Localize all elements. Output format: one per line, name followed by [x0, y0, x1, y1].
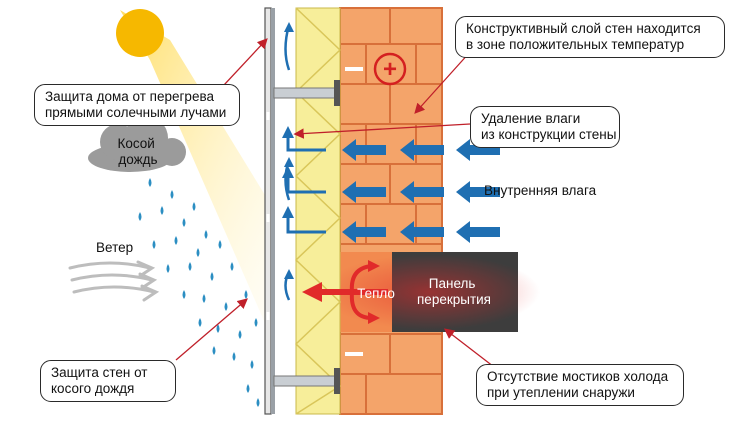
callout-rain-protection-line2: косого дождя [51, 381, 135, 396]
moisture-arrow [400, 181, 444, 203]
rain-drop [188, 262, 192, 271]
plus-sign-ring [373, 52, 407, 86]
rain-drop [232, 352, 236, 361]
rain-drop [198, 318, 202, 327]
rain-drop [210, 272, 214, 281]
rain-drop [202, 294, 206, 303]
airflow-arrows [284, 22, 294, 301]
rain-drop [170, 190, 174, 199]
rain-drop [174, 236, 178, 245]
cloud-icon [88, 116, 186, 172]
plus-sign: + [383, 56, 397, 83]
rain-drop [224, 302, 228, 311]
inner-moisture-arrows [342, 139, 500, 243]
heat-glow [320, 254, 540, 330]
rain-drop [216, 324, 220, 333]
callout-overheat-line2: прямыми солечными лучами [45, 105, 227, 120]
callout-structural: Конструктивный слой стен находится в зон… [455, 16, 725, 58]
rain-drop [256, 398, 260, 407]
wind-text: Ветер [96, 240, 134, 255]
moisture-arrow [342, 139, 386, 161]
rain-drop [138, 212, 142, 221]
inner-moisture-text: Внутренняя влага [484, 183, 597, 198]
callout-rain-protection: Защита стен от косого дождя [40, 360, 176, 402]
rain-drop [192, 202, 196, 211]
rain-drop [254, 318, 258, 327]
heat-arrows [302, 260, 388, 324]
anchor-top [273, 80, 340, 106]
rain-drop [160, 206, 164, 215]
moisture-exit-arrows [282, 126, 326, 234]
callout-moisture-removal-line1: Удаление влаги [481, 111, 581, 126]
rain-drop [250, 360, 254, 369]
rain-drop [182, 218, 186, 227]
inner-moisture-label: Внутренняя влага [484, 183, 596, 199]
rain-drop [212, 346, 216, 355]
heat-label: Тепло [357, 286, 395, 301]
rain-drop [204, 230, 208, 239]
moisture-arrow [342, 181, 386, 203]
callout-no-cold-bridges-line1: Отсутствие мостиков холода [487, 369, 669, 384]
wind-label: Ветер [96, 240, 133, 256]
moisture-arrow [400, 221, 444, 243]
rain-drop [246, 384, 250, 393]
callout-overheat-line1: Защита дома от перегрева [45, 89, 214, 104]
moisture-arrow [456, 221, 500, 243]
minus-sign-top [345, 67, 363, 71]
callout-overheat: Защита дома от перегрева прямыми солечны… [34, 84, 240, 126]
facade-cladding [264, 7, 275, 415]
slab-panel-label: Панель перекрытия [417, 276, 491, 307]
rain-drop [166, 264, 170, 273]
anchor-bottom [273, 368, 340, 394]
moisture-arrow [342, 221, 386, 243]
rain-drop [148, 178, 152, 187]
rain-drop [230, 262, 234, 271]
moisture-arrow [456, 139, 500, 161]
rain-cloud-label: Косой дождь [117, 136, 158, 167]
insulation-layer [294, 7, 342, 415]
callout-no-cold-bridges-line2: при утеплении снаружи [487, 385, 635, 400]
rain-drop [244, 290, 248, 299]
moisture-arrow [456, 181, 500, 203]
rain-drop [182, 290, 186, 299]
sun-beam [120, 10, 268, 330]
rain-drops [138, 178, 260, 407]
wind-lines [68, 260, 160, 302]
sun-icon [116, 9, 164, 57]
callout-structural-line1: Конструктивный слой стен находится [466, 21, 701, 36]
moisture-arrow [400, 139, 444, 161]
rain-drop [218, 240, 222, 249]
callout-rain-protection-line1: Защита стен от [51, 365, 148, 380]
callout-moisture-removal-line2: из конструкции стены [481, 127, 617, 142]
rain-drop [238, 330, 242, 339]
callout-structural-line2: в зоне положительных температур [466, 37, 685, 52]
rain-drop [152, 240, 156, 249]
callout-no-cold-bridges: Отсутствие мостиков холода при утеплении… [476, 364, 684, 406]
rain-drop [196, 248, 200, 257]
callout-moisture-removal: Удаление влаги из конструкции стены [470, 106, 620, 148]
minus-sign-bottom [345, 352, 363, 356]
